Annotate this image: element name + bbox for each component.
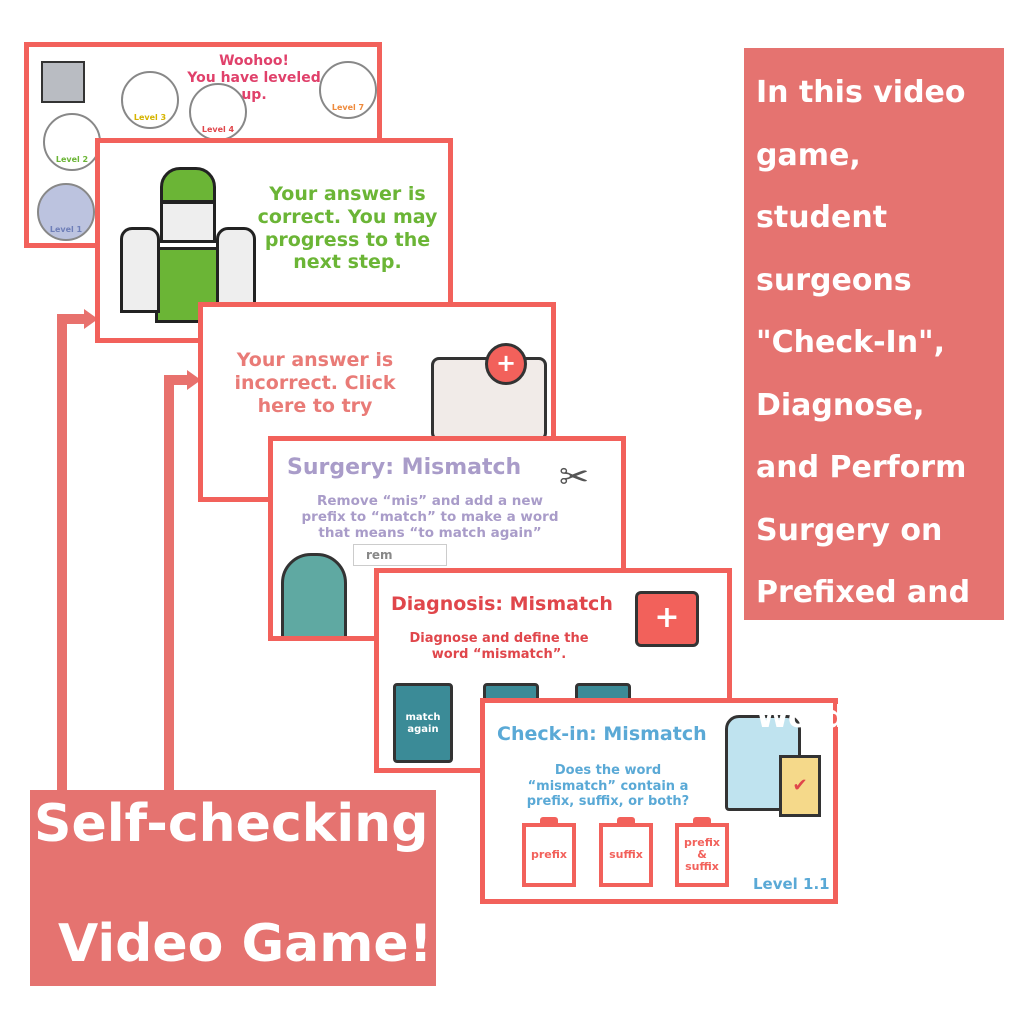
diagnosis-title: Diagnosis: Mismatch — [391, 593, 613, 615]
clipboard-option[interactable]: match again — [393, 683, 453, 763]
answer-input[interactable]: rem — [353, 544, 447, 566]
arrow-line — [57, 314, 67, 794]
level-node[interactable]: Level 1 — [37, 183, 95, 241]
arrow-line — [164, 375, 174, 795]
option-prefix[interactable]: prefix — [522, 817, 576, 887]
check-in-slide[interactable]: Check-in: Mismatch Does the word “mismat… — [480, 698, 838, 904]
clipboard-check-icon: ✔ — [779, 755, 821, 817]
arrow-head — [187, 370, 201, 390]
banner-line-2: Video Game! — [58, 914, 433, 974]
level-up-title: Woohoo!You have leveled up. — [187, 53, 321, 103]
banner-line-1: Self-checking — [34, 794, 429, 854]
check-in-title: Check-in: Mismatch — [497, 723, 707, 745]
surgery-title: Surgery: Mismatch — [287, 455, 522, 480]
diagnosis-instruction: Diagnose and define the word “mismatch”. — [409, 631, 589, 662]
level-node[interactable]: Level 4 — [189, 83, 247, 141]
surgeon-icon — [281, 553, 347, 636]
description-panel: In this video game, student surgeons "Ch… — [744, 48, 1004, 735]
option-prefix-and-suffix[interactable]: prefix & suffix — [675, 817, 729, 887]
level-node[interactable]: Level 3 — [121, 71, 179, 129]
option-suffix[interactable]: suffix — [599, 817, 653, 887]
check-in-question: Does the word “mismatch” contain a prefi… — [526, 763, 690, 810]
correct-message: Your answer is correct. You may progress… — [257, 183, 438, 274]
arrow-line — [164, 375, 190, 385]
surgeon-gloves-icon — [120, 167, 256, 323]
hospital-icon — [41, 61, 85, 103]
incorrect-message[interactable]: Your answer is incorrect. Click here to … — [234, 349, 396, 417]
level-node[interactable]: Level 2 — [43, 113, 101, 171]
surgery-instruction: Remove “mis” and add a new prefix to “ma… — [301, 493, 559, 542]
level-label: Level 1.1 — [753, 875, 830, 893]
arrow-line — [57, 314, 87, 324]
description-text: In this video game, student surgeons "Ch… — [756, 75, 971, 735]
medical-plus-icon: + — [485, 343, 527, 385]
level-node[interactable]: Level 7 — [319, 61, 377, 119]
scissors-icon: ✂ — [559, 457, 590, 498]
title-banner: Self-checking Video Game! — [30, 790, 436, 986]
first-aid-kit-icon: + — [635, 591, 699, 647]
arrow-head — [84, 309, 98, 329]
